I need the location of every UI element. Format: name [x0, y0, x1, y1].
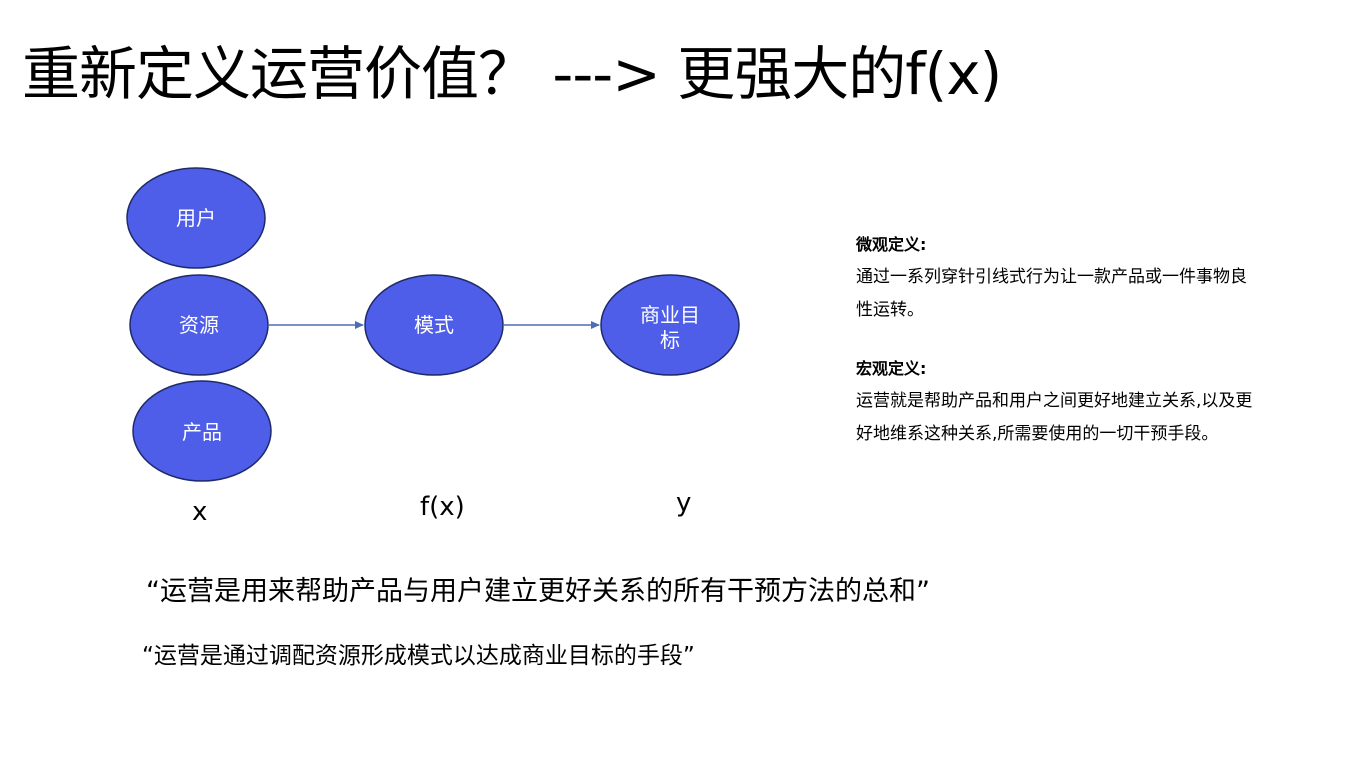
macro-definition: 宏观定义: 运营就是帮助产品和用户之间更好地建立关系,以及更 好地维系这种关系,… [856, 352, 1296, 451]
node-user-shape [126, 167, 266, 269]
macro-definition-text-line2: 好地维系这种关系,所需要使用的一切干预手段。 [856, 424, 1219, 444]
quote-relationship: “运营是用来帮助产品与用户建立更好关系的所有干预方法的总和” [146, 576, 930, 607]
node-user: 用户 [126, 167, 266, 269]
quote-resources: “运营是通过调配资源形成模式以达成商业目标的手段” [142, 643, 695, 669]
node-resource: 资源 [129, 274, 269, 376]
axis-label-fx: f(x) [420, 492, 465, 522]
node-product-shape [132, 380, 272, 482]
node-product-label: 产品 [182, 420, 222, 444]
node-mode: 模式 [364, 274, 504, 376]
micro-definition-text-line1: 通过一系列穿针引线式行为让一款产品或一件事物良 [856, 267, 1247, 287]
node-business-goal-label-line1: 商业目 [640, 303, 700, 327]
axis-label-y: y [676, 488, 692, 518]
definitions-panel: 微观定义: 通过一系列穿针引线式行为让一款产品或一件事物良 性运转。 宏观定义:… [856, 228, 1296, 476]
node-business-goal: 商业目 标 [600, 274, 740, 376]
micro-definition: 微观定义: 通过一系列穿针引线式行为让一款产品或一件事物良 性运转。 [856, 228, 1296, 327]
macro-definition-text-line1: 运营就是帮助产品和用户之间更好地建立关系,以及更 [856, 391, 1253, 411]
node-mode-label: 模式 [414, 313, 454, 337]
node-business-goal-label-line2: 标 [660, 328, 680, 352]
node-user-label: 用户 [176, 206, 216, 230]
node-product: 产品 [132, 380, 272, 482]
node-business-goal-shape [600, 274, 740, 376]
micro-definition-text-line2: 性运转。 [856, 300, 924, 320]
slide-title: 重新定义运营价值？ ---> 更强大的f(x) [22, 40, 1002, 108]
macro-definition-heading: 宏观定义: [856, 359, 927, 378]
axis-label-x: x [192, 497, 208, 527]
node-resource-label: 资源 [179, 313, 219, 337]
micro-definition-heading: 微观定义: [856, 235, 927, 254]
